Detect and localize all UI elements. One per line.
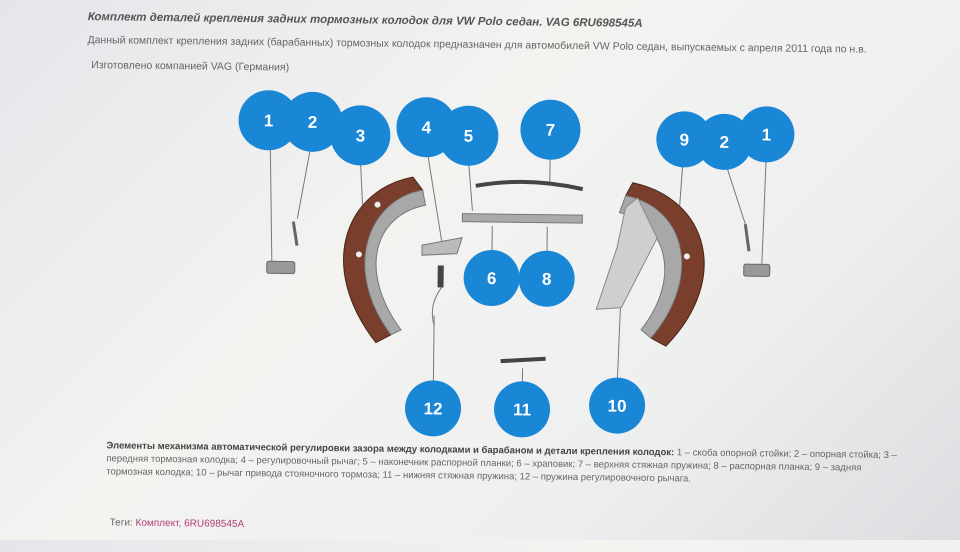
svg-text:2: 2 [308, 113, 318, 132]
callout-circles: 1 2 3 4 5 7 9 [235, 90, 795, 441]
svg-text:9: 9 [679, 130, 689, 149]
svg-text:7: 7 [546, 121, 556, 140]
svg-text:1: 1 [762, 125, 772, 144]
svg-text:3: 3 [356, 126, 366, 145]
svg-text:6: 6 [487, 269, 497, 288]
callout-12: 12 [405, 380, 462, 437]
callout-11: 11 [494, 381, 551, 438]
svg-text:12: 12 [423, 399, 442, 418]
callout-8: 8 [518, 250, 575, 307]
svg-text:5: 5 [464, 127, 474, 146]
tags-row: Теги: Комплект, 6RU698545A [110, 517, 245, 530]
callout-7: 7 [520, 99, 581, 160]
svg-text:2: 2 [719, 133, 729, 152]
svg-text:1: 1 [264, 111, 274, 130]
svg-text:10: 10 [608, 396, 627, 415]
svg-text:4: 4 [422, 118, 432, 137]
callout-10: 10 [589, 377, 646, 434]
front-brake-shoe [343, 176, 426, 343]
tag-link-part-number[interactable]: 6RU698545A [184, 518, 244, 530]
tags-label: Теги: [110, 517, 133, 528]
svg-text:11: 11 [513, 400, 531, 419]
callout-6: 6 [463, 250, 520, 307]
rear-brake-shoe [596, 182, 705, 346]
svg-text:8: 8 [542, 270, 552, 289]
tag-link-komplekt[interactable]: Комплект [135, 518, 178, 530]
